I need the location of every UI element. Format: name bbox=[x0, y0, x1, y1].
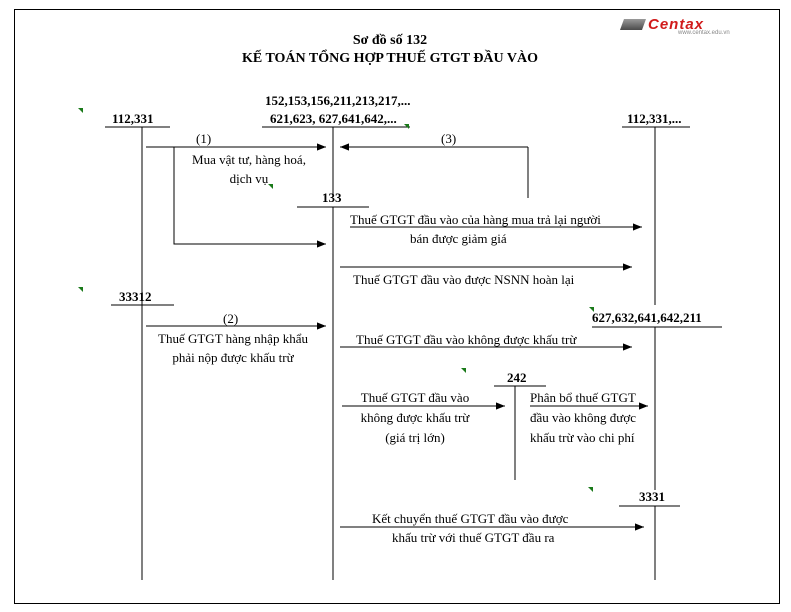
centax-logo: Centax www.centax.edu.vn bbox=[619, 16, 770, 38]
comment-marker-icon bbox=[588, 487, 593, 492]
import-label: Thuế GTGT hàng nhập khẩu bbox=[158, 331, 308, 346]
comment-marker-icon bbox=[461, 368, 466, 373]
large-value-label: Thuế GTGT đầu vào bbox=[360, 390, 470, 405]
account-133: 133 bbox=[322, 190, 342, 205]
step-1-label: (1) bbox=[196, 131, 212, 146]
step-3-label: (3) bbox=[441, 131, 457, 146]
diagram-title: KẾ TOÁN TỔNG HỢP THUẾ GTGT ĐẦU VÀO bbox=[241, 51, 539, 66]
allocation-label: khấu trừ vào chi phí bbox=[530, 430, 635, 445]
allocation-label: Phân bổ thuế GTGT bbox=[530, 390, 636, 405]
nondeduct-label: Thuế GTGT đầu vào không được khấu trừ bbox=[356, 332, 577, 347]
return-label: Thuế GTGT đầu vào của hàng mua trả lại n… bbox=[350, 212, 601, 227]
large-value-label: (giá trị lớn) bbox=[385, 430, 445, 445]
account-152-line2: 621,623, 627,641,642,... bbox=[270, 111, 397, 126]
diagram-frame bbox=[14, 9, 780, 604]
comment-marker-icon bbox=[404, 124, 409, 129]
logo-subtitle: www.centax.edu.vn bbox=[678, 30, 730, 36]
account-112-331: 112,331 bbox=[112, 111, 154, 126]
return-label: bán được giảm giá bbox=[410, 231, 507, 246]
step-1-desc: Mua vật tư, hàng hoá, bbox=[192, 152, 306, 167]
allocation-label: đầu vào không được bbox=[530, 410, 636, 425]
import-label: phải nộp được khấu trừ bbox=[172, 350, 294, 365]
comment-marker-icon bbox=[78, 108, 83, 113]
account-627: 627,632,641,642,211 bbox=[592, 310, 702, 325]
logo-brand: Centax bbox=[648, 16, 705, 33]
large-value-label: không được khấu trừ bbox=[360, 410, 470, 425]
account-3331: 3331 bbox=[639, 489, 665, 504]
step-2-label: (2) bbox=[223, 311, 239, 326]
account-112-331-right: 112,331,... bbox=[627, 111, 682, 126]
account-33312: 33312 bbox=[119, 289, 152, 304]
comment-marker-icon bbox=[268, 184, 273, 189]
transfer-label: khấu trừ với thuế GTGT đầu ra bbox=[392, 530, 555, 545]
transfer-label: Kết chuyển thuế GTGT đầu vào được bbox=[372, 511, 569, 526]
step-1-desc: dịch vụ bbox=[229, 171, 269, 186]
refund-label: Thuế GTGT đầu vào được NSNN hoàn lại bbox=[353, 272, 575, 287]
account-242: 242 bbox=[507, 370, 527, 385]
comment-marker-icon bbox=[78, 287, 83, 292]
account-152-line1: 152,153,156,211,213,217,... bbox=[265, 93, 411, 108]
arrow-1-to-133 bbox=[173, 147, 326, 248]
diagram-number: Sơ đồ số 132 bbox=[352, 33, 428, 48]
comment-marker-icon bbox=[589, 307, 594, 312]
